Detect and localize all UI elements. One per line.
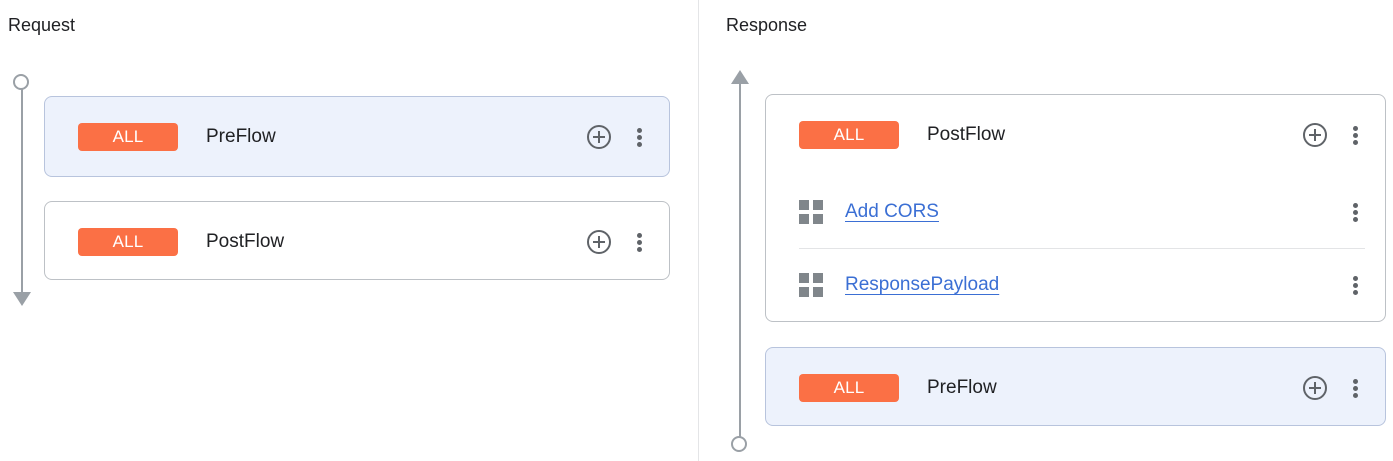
arrow-down-icon	[13, 292, 31, 306]
policy-row[interactable]: Add CORS	[799, 175, 1365, 248]
flow-card-actions	[587, 230, 649, 254]
verb-badge: ALL	[78, 228, 178, 256]
flow-card-header: ALL PreFlow	[45, 97, 669, 177]
response-pane-title: Response	[726, 15, 808, 35]
connector-line	[739, 82, 741, 440]
flow-card-actions	[587, 125, 649, 149]
flow-name-label: PostFlow	[927, 124, 1006, 145]
flow-card-header: ALL PreFlow	[766, 348, 1385, 428]
grid-policy-icon	[799, 199, 823, 224]
arrow-up-icon	[731, 70, 749, 84]
request-flow-connector	[10, 74, 34, 306]
policy-link[interactable]: ResponsePayload	[845, 274, 1000, 295]
flow-card-response-preflow[interactable]: ALL PreFlow	[765, 347, 1386, 426]
connector-line	[21, 88, 23, 296]
request-pane-title: Request	[8, 15, 76, 35]
policy-row[interactable]: ResponsePayload	[799, 248, 1365, 321]
circle-node-icon	[731, 436, 747, 452]
verb-badge: ALL	[799, 374, 899, 402]
grid-policy-icon	[799, 273, 823, 297]
flow-card-header: ALL PostFlow	[45, 202, 669, 282]
request-pane: Request ALL PreFlow ALL	[8, 15, 670, 306]
kebab-menu-icon[interactable]	[1347, 123, 1365, 147]
response-pane: Response	[699, 0, 1393, 461]
flow-card-request-postflow[interactable]: ALL PostFlow	[44, 201, 670, 280]
verb-badge: ALL	[78, 123, 178, 151]
policy-link[interactable]: Add CORS	[845, 200, 939, 222]
policy-actions	[1347, 273, 1365, 297]
circle-plus-icon[interactable]	[1303, 123, 1327, 147]
flow-card-response-postflow[interactable]: ALL PostFlow Add CORS	[765, 94, 1386, 322]
kebab-menu-icon[interactable]	[631, 230, 649, 254]
kebab-menu-icon[interactable]	[1347, 376, 1365, 400]
flow-name-label: PreFlow	[206, 126, 276, 147]
policy-list: Add CORS ResponsePayload	[766, 175, 1385, 321]
verb-badge: ALL	[799, 121, 899, 149]
kebab-menu-icon[interactable]	[631, 125, 649, 149]
flow-card-header: ALL PostFlow	[766, 95, 1385, 175]
circle-plus-icon[interactable]	[587, 230, 611, 254]
kebab-menu-icon[interactable]	[1347, 273, 1365, 297]
flow-name-label: PostFlow	[206, 231, 285, 252]
circle-plus-icon[interactable]	[1303, 376, 1327, 400]
response-flow-connector	[728, 70, 752, 452]
circle-plus-icon[interactable]	[587, 125, 611, 149]
flow-name-label: PreFlow	[927, 377, 997, 398]
flow-card-request-preflow[interactable]: ALL PreFlow	[44, 96, 670, 177]
flow-card-actions	[1303, 376, 1365, 400]
pane-divider	[698, 0, 699, 461]
kebab-menu-icon[interactable]	[1347, 200, 1365, 224]
flow-card-actions	[1303, 123, 1365, 147]
policy-actions	[1347, 200, 1365, 224]
